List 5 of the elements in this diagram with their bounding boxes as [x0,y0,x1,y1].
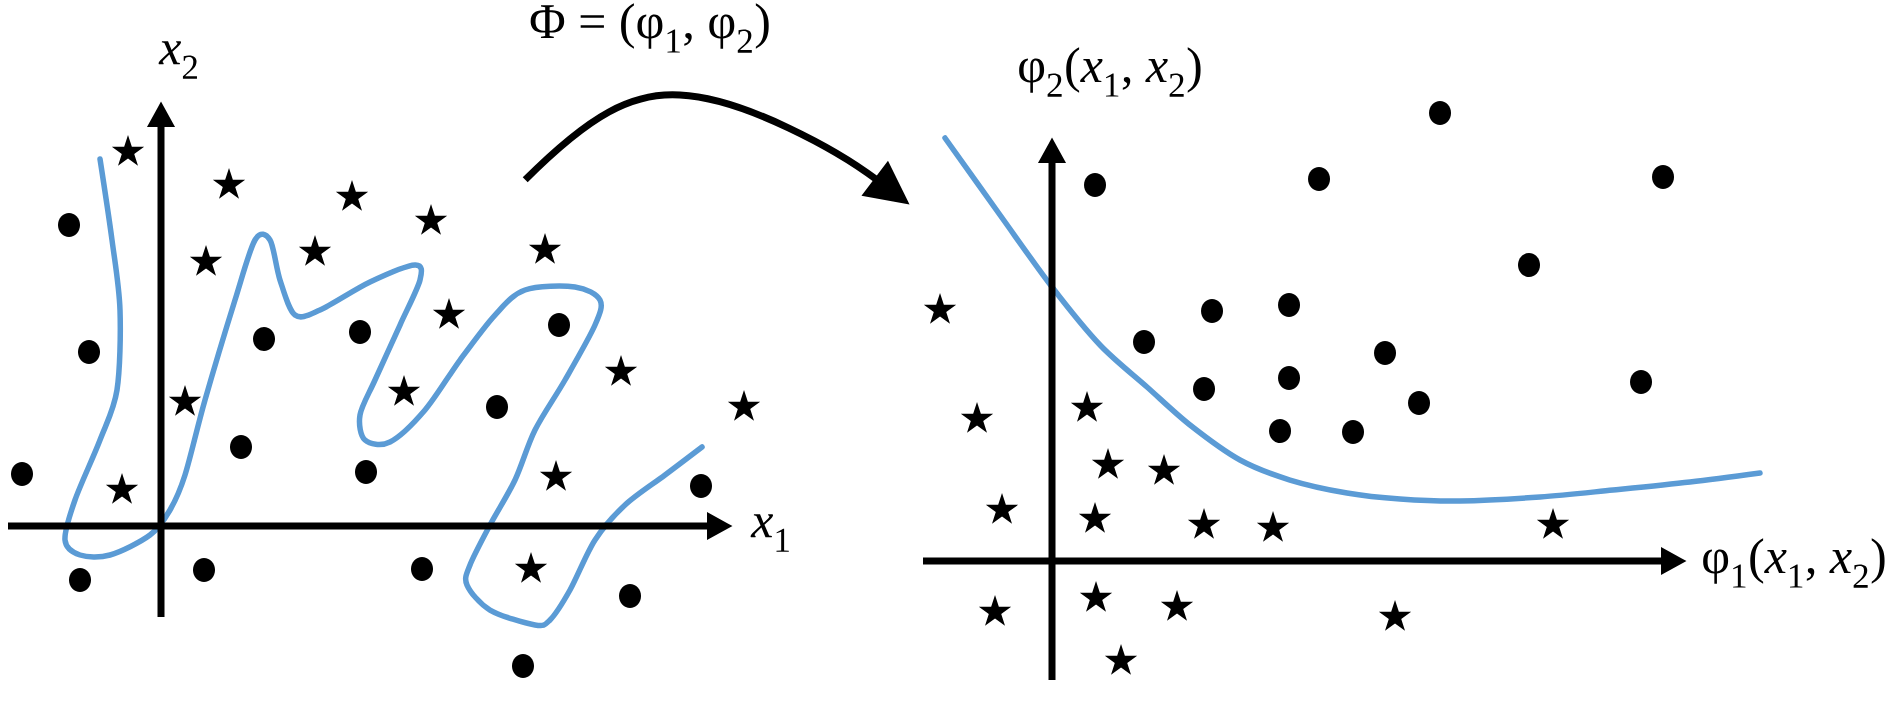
edge-label: Φ = (φ$_{1}$, φ$_{2}$) [530,3,769,53]
axis-label: x$_{1}$ [750,514,789,552]
axis-label: φ$_{1}$(x$_{1}$, x$_{2}$) [1703,538,1885,588]
axis-label: φ$_{2}$(x$_{1}$, x$_{2}$) [1019,47,1201,97]
axis-label: x$_{2}$ [158,41,197,79]
